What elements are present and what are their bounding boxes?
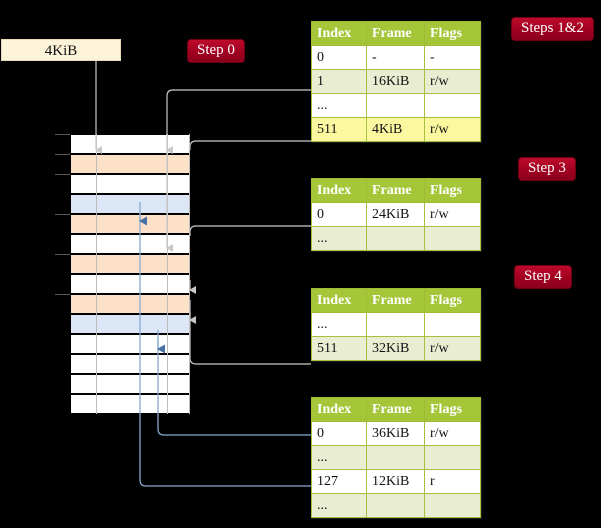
table-cell: - (424, 45, 481, 70)
column-header-flags: Flags (424, 21, 481, 46)
table-cell (366, 312, 425, 337)
table-cell: ... (311, 445, 367, 470)
memory-frame-row (70, 334, 190, 354)
memory-frame-row (70, 194, 190, 214)
table-cell: 511 (311, 117, 367, 142)
table-cell: r/w (424, 202, 481, 227)
memory-frame-row (70, 154, 190, 174)
table-cell (366, 445, 425, 470)
memory-divider-0 (96, 134, 97, 414)
memory-frame-row (70, 394, 190, 414)
column-header-frame: Frame (366, 178, 425, 203)
table-cell: 16KiB (366, 69, 425, 94)
column-header-flags: Flags (424, 397, 481, 422)
memory-frame-row (70, 314, 190, 334)
table-cell: 4KiB (366, 117, 425, 142)
column-header-index: Index (311, 178, 367, 203)
memory-tick (55, 154, 70, 155)
column-header-flags: Flags (424, 178, 481, 203)
table-row: ... (311, 445, 481, 470)
table-cell: 127 (311, 469, 367, 494)
memory-frame-row (70, 354, 190, 374)
step-badge-step0: Step 0 (188, 40, 244, 62)
step-badge-step3: Step 3 (519, 158, 575, 180)
table-cell: 0 (311, 202, 367, 227)
memory-divider-2 (189, 134, 190, 414)
table-row: ... (311, 226, 481, 251)
memory-frame-row (70, 254, 190, 274)
memory-divider-1 (167, 134, 168, 414)
physical-memory-column (55, 134, 190, 414)
memory-frame-row (70, 134, 190, 154)
table-cell (424, 312, 481, 337)
table-cell: ... (311, 312, 367, 337)
memory-frame-label-4kib: 4KiB (1, 39, 121, 61)
column-header-flags: Flags (424, 288, 481, 313)
table-cell: r/w (424, 117, 481, 142)
table-row: ... (311, 493, 481, 518)
memory-frame-row (70, 174, 190, 194)
table-cell (424, 226, 481, 251)
column-header-frame: Frame (366, 21, 425, 46)
table-cell (366, 226, 425, 251)
memory-frame-row (70, 234, 190, 254)
wire-table0-511-right (189, 140, 311, 150)
table-cell (424, 445, 481, 470)
table-cell: 36KiB (366, 421, 425, 446)
table-row: ... (311, 312, 481, 337)
table-cell: 1 (311, 69, 367, 94)
table-cell (424, 493, 481, 518)
table-cell: 12KiB (366, 469, 425, 494)
table-cell: ... (311, 493, 367, 518)
table-cell: r/w (424, 421, 481, 446)
step-badge-step4: Step 4 (515, 266, 571, 288)
table-cell: - (366, 45, 425, 70)
wire-table2-511-right (189, 300, 311, 365)
memory-tick (55, 214, 70, 215)
memory-tick (55, 134, 70, 135)
memory-tick (55, 294, 70, 295)
column-header-index: Index (311, 21, 367, 46)
table-cell: 32KiB (366, 336, 425, 361)
memory-frame-row (70, 294, 190, 314)
step-badge-steps12: Steps 1&2 (512, 18, 593, 40)
memory-tick (55, 254, 70, 255)
column-header-index: Index (311, 288, 367, 313)
memory-frame-row (70, 214, 190, 234)
table-cell: 0 (311, 45, 367, 70)
wire-table1-0-right (189, 225, 311, 236)
memory-frame-row (70, 374, 190, 394)
table-cell (366, 493, 425, 518)
table-row: 0-- (311, 45, 481, 70)
table-cell: 24KiB (366, 202, 425, 227)
table-cell: 0 (311, 421, 367, 446)
table-cell (424, 93, 481, 118)
table-cell (366, 93, 425, 118)
table-cell: r/w (424, 69, 481, 94)
table-row: ... (311, 93, 481, 118)
memory-frame-row (70, 274, 190, 294)
table-cell: r (424, 469, 481, 494)
table-cell: ... (311, 93, 367, 118)
column-header-index: Index (311, 397, 367, 422)
memory-tick (55, 174, 70, 175)
column-header-frame: Frame (366, 397, 425, 422)
column-header-frame: Frame (366, 288, 425, 313)
table-cell: 511 (311, 336, 367, 361)
table-cell: ... (311, 226, 367, 251)
table-cell: r/w (424, 336, 481, 361)
